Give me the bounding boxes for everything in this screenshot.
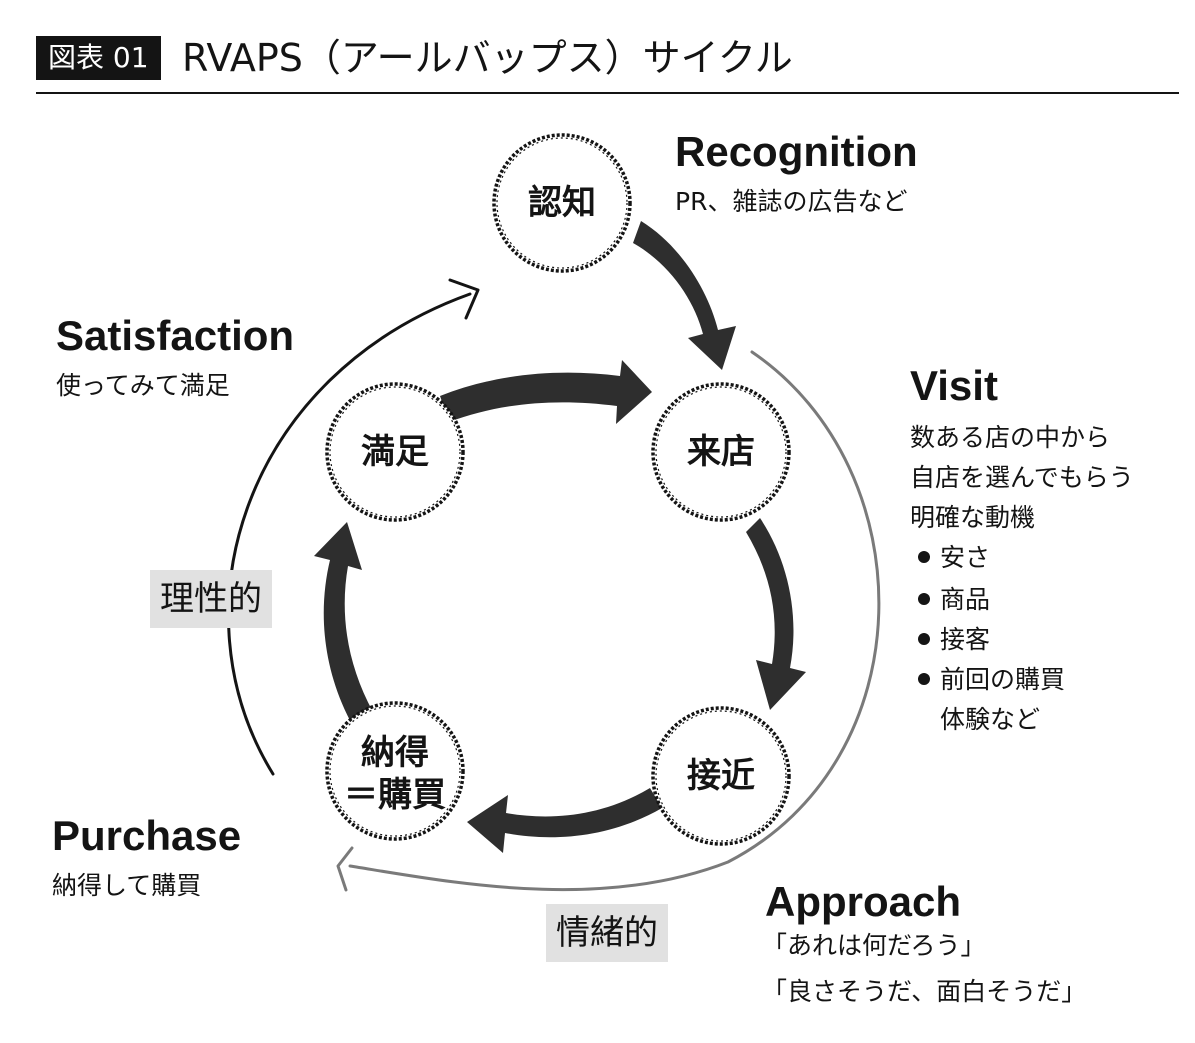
stage-desc-visit-line: 数ある店の中から [910, 423, 1111, 452]
visit-bullet-continuation: 体験など [940, 705, 1041, 734]
node-label-recognition: 認知 [528, 183, 596, 223]
node-label-approach: 接近 [687, 756, 755, 796]
visit-bullet-item: 接客 [918, 620, 990, 660]
node-label-satisfaction: 満足 [361, 432, 429, 472]
stage-title-recognition: Recognition [675, 128, 918, 175]
arrow-recognition-to-visit [633, 221, 736, 370]
figure-label: 図表 01 [36, 36, 161, 80]
arrow-approach-to-purchase [467, 788, 662, 853]
node-circle-recognition [492, 133, 632, 273]
outer-loop-emotional [348, 350, 881, 892]
visit-bullet-text: 商品 [940, 585, 991, 614]
arrow-purchase-to-satisfaction [314, 522, 373, 726]
node-label-purchase-line1: 納得 [361, 733, 429, 773]
node-circle-visit [651, 382, 791, 522]
outer-loop-rational-arrowhead [448, 278, 480, 320]
visit-bullet-text: 前回の購買 [940, 665, 1066, 694]
node-circle-purchase [325, 701, 465, 841]
visit-bullet-item: 前回の購買 [918, 660, 1065, 700]
arrow-satisfaction-to-visit [440, 360, 652, 424]
visit-bullet-item: 安さ [918, 538, 990, 578]
stage-desc-recognition: PR、雑誌の広告など [675, 187, 908, 216]
stage-title-satisfaction: Satisfaction [56, 312, 295, 359]
stage-title-purchase: Purchase [52, 812, 242, 859]
outer-loop-emotional-arrowhead [336, 846, 354, 892]
visit-bullet-item: 商品 [918, 580, 990, 620]
stage-desc-visit-line: 自店を選んでもらう [910, 463, 1134, 492]
stage-title-approach: Approach [765, 878, 962, 925]
stage-desc-visit-line: 明確な動機 [910, 503, 1036, 532]
stage-desc-satisfaction: 使ってみて満足 [56, 371, 230, 400]
node-label-purchase-line2: ＝購買 [344, 775, 446, 815]
bullet-dot-icon [918, 633, 930, 645]
loop-label-emotional: 情緒的 [546, 904, 668, 962]
visit-bullet-text: 接客 [940, 625, 991, 654]
node-circle-approach [651, 706, 791, 846]
figure-title: RVAPS（アールバップス）サイクル [182, 36, 793, 80]
stage-desc-purchase: 納得して購買 [52, 871, 202, 900]
stage-desc-approach-line: 「あれは何だろう」 [762, 931, 986, 960]
arrow-visit-to-approach [746, 518, 806, 710]
title-divider [36, 92, 1179, 94]
stage-title-visit: Visit [910, 362, 998, 409]
loop-label-rational: 理性的 [150, 570, 272, 628]
node-circle-satisfaction [325, 382, 465, 522]
bullet-dot-icon [918, 673, 930, 685]
visit-bullet-text: 安さ [940, 543, 991, 572]
bullet-dot-icon [918, 593, 930, 605]
bullet-dot-icon [918, 551, 930, 563]
outer-loop-rational [226, 292, 472, 776]
node-label-visit: 来店 [687, 432, 755, 472]
stage-desc-approach-line: 「良さそうだ、面白そうだ」 [762, 977, 1087, 1006]
